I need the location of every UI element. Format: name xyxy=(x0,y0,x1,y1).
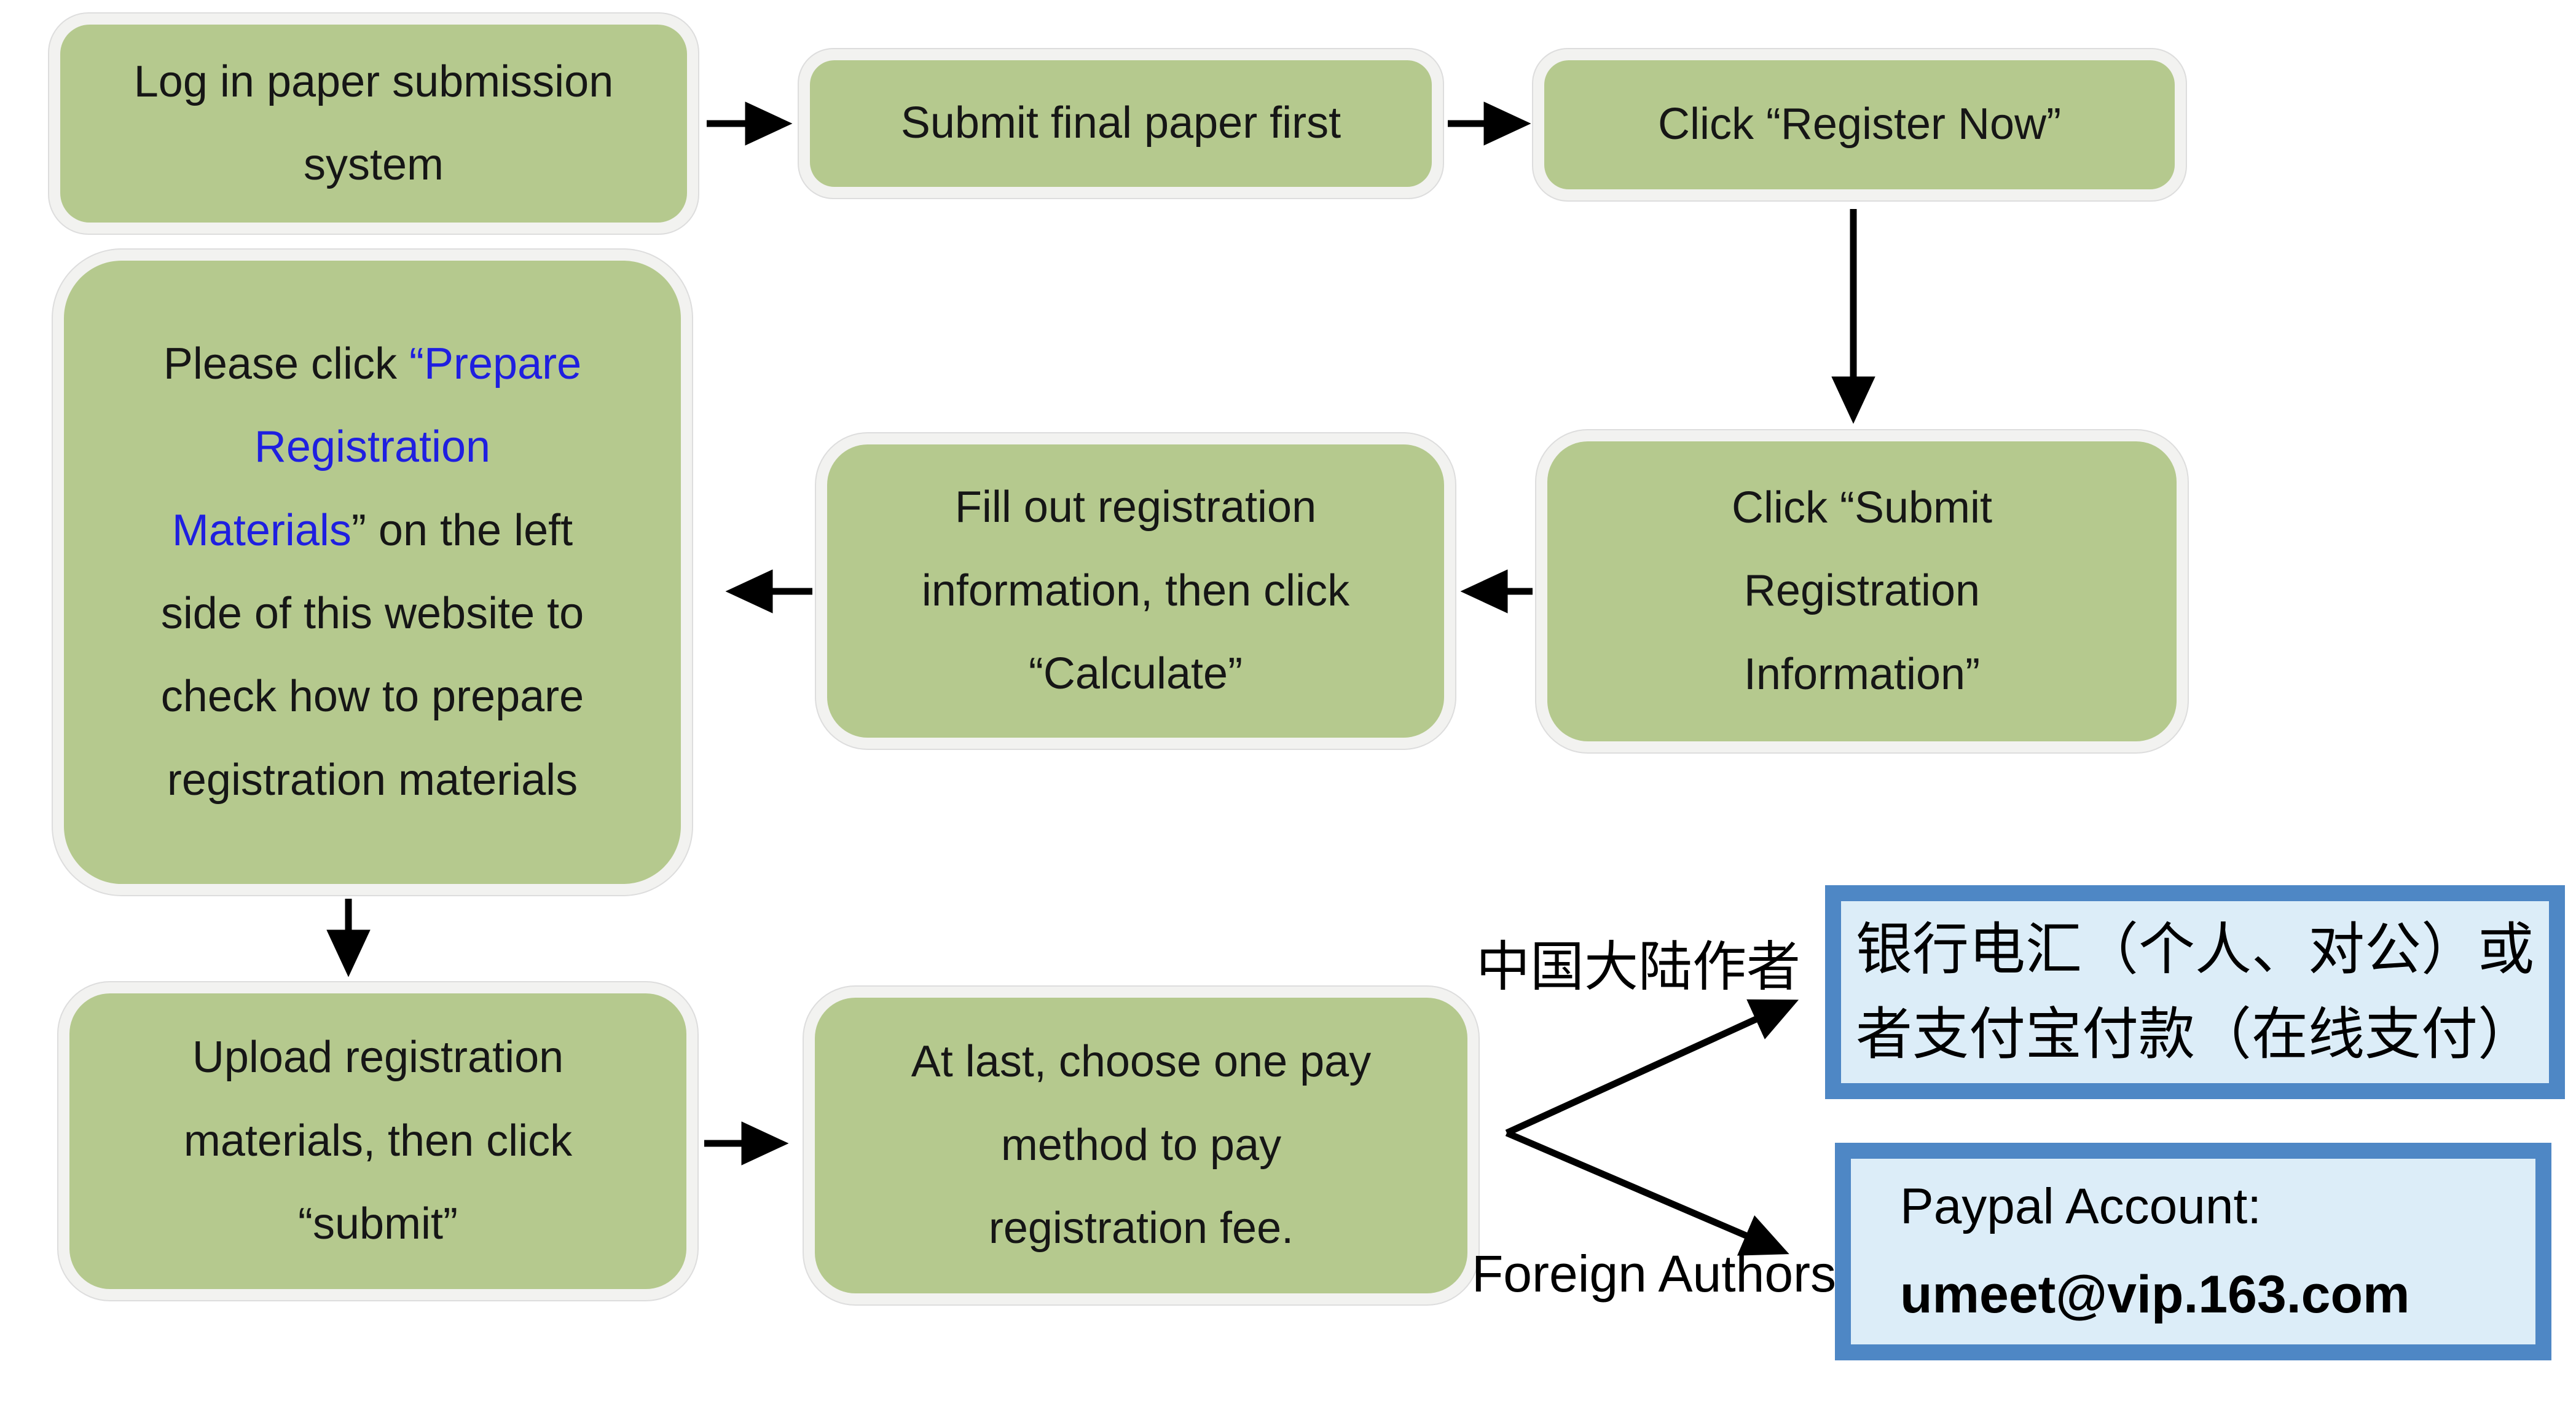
flow-box-fill-registration-information-text: Fill out registration information, then c… xyxy=(827,444,1444,738)
arrow-pay-to-bank-icon xyxy=(1505,999,1799,1137)
text-line: Registration xyxy=(1743,566,1981,616)
text-segment: check how to prepare xyxy=(160,672,584,722)
flow-box-choose-pay-method: At last, choose one pay method to pay regi… xyxy=(804,987,1478,1304)
text-line: check how to prepare xyxy=(161,655,584,738)
flow-box-choose-pay-method-text: At last, choose one pay method to pay regi… xyxy=(815,998,1467,1293)
paypal-account-label: Paypal Account: xyxy=(1900,1178,2262,1235)
text-line: Registration xyxy=(254,406,490,489)
text-line: “submit” xyxy=(297,1199,458,1249)
text-line: registration materials xyxy=(167,739,578,822)
flow-box-register-now: Click “Register Now” xyxy=(1533,49,2186,200)
text-line: Upload registration xyxy=(192,1033,564,1083)
text-line: system xyxy=(303,140,444,189)
text-line: Click “Register Now” xyxy=(1657,100,2062,149)
payment-box-bank-transfer-text: 银行电汇（个人、对公）或者支付宝付款（在线支付） xyxy=(1841,901,2549,1083)
text-line: Submit final paper first xyxy=(900,98,1341,148)
prepare-registration-materials-link-text: Materials xyxy=(171,505,351,555)
text-line: 者支付宝付款（在线支付） xyxy=(1855,1003,2534,1066)
flow-box-login-text: Log in paper submission system xyxy=(60,25,687,223)
label-foreign-authors: Foreign Authors xyxy=(1472,1245,1837,1303)
flow-box-submit-final-paper: Submit final paper first xyxy=(799,49,1443,198)
flow-box-register-now-text: Click “Register Now” xyxy=(1544,60,2175,189)
text-line: Information” xyxy=(1743,649,1981,699)
text-line: method to pay xyxy=(1000,1120,1282,1170)
text-line: At last, choose one pay xyxy=(911,1037,1372,1087)
flow-box-upload-registration-materials: Upload registration materials, then click… xyxy=(58,982,697,1300)
payment-box-bank-transfer: 银行电汇（个人、对公）或者支付宝付款（在线支付） xyxy=(1825,885,2565,1099)
prepare-registration-materials-link-text: “Prepare xyxy=(409,339,582,389)
flow-box-upload-registration-materials-text: Upload registration materials, then click… xyxy=(69,993,686,1289)
text-line: “Calculate” xyxy=(1028,649,1243,699)
text-line: registration fee. xyxy=(988,1204,1294,1253)
text-segment: Please click xyxy=(163,339,410,389)
flow-box-login: Log in paper submission system xyxy=(49,14,698,234)
text-line: Click “Submit xyxy=(1731,483,1993,532)
arrow-pay-to-paypal-icon xyxy=(1505,1129,1789,1256)
text-line: 银行电汇（个人、对公）或 xyxy=(1855,918,2534,981)
text-segment: ” on the left xyxy=(351,505,573,555)
payment-box-paypal: Paypal Account: umeet@vip.163.com xyxy=(1835,1143,2551,1360)
text-line: materials, then click xyxy=(183,1116,573,1166)
text-line: side of this website to xyxy=(161,572,584,655)
text-line: Please click “Prepare xyxy=(163,323,581,406)
text-line: Log in paper submission xyxy=(133,57,614,106)
text-line: Fill out registration xyxy=(954,483,1317,532)
text-segment: registration materials xyxy=(167,755,578,805)
text-line: information, then click xyxy=(921,566,1350,615)
text-line: Materials” on the left xyxy=(172,489,573,572)
paypal-account-email: umeet@vip.163.com xyxy=(1900,1264,2410,1324)
flow-box-fill-registration-information: Fill out registration information, then c… xyxy=(816,433,1455,749)
text-segment: side of this website to xyxy=(160,589,584,638)
prepare-registration-materials-link-text: Registration xyxy=(254,422,491,472)
flow-box-submit-final-paper-text: Submit final paper first xyxy=(810,60,1432,187)
label-china-mainland-authors: 中国大陆作者 xyxy=(1476,938,1801,998)
